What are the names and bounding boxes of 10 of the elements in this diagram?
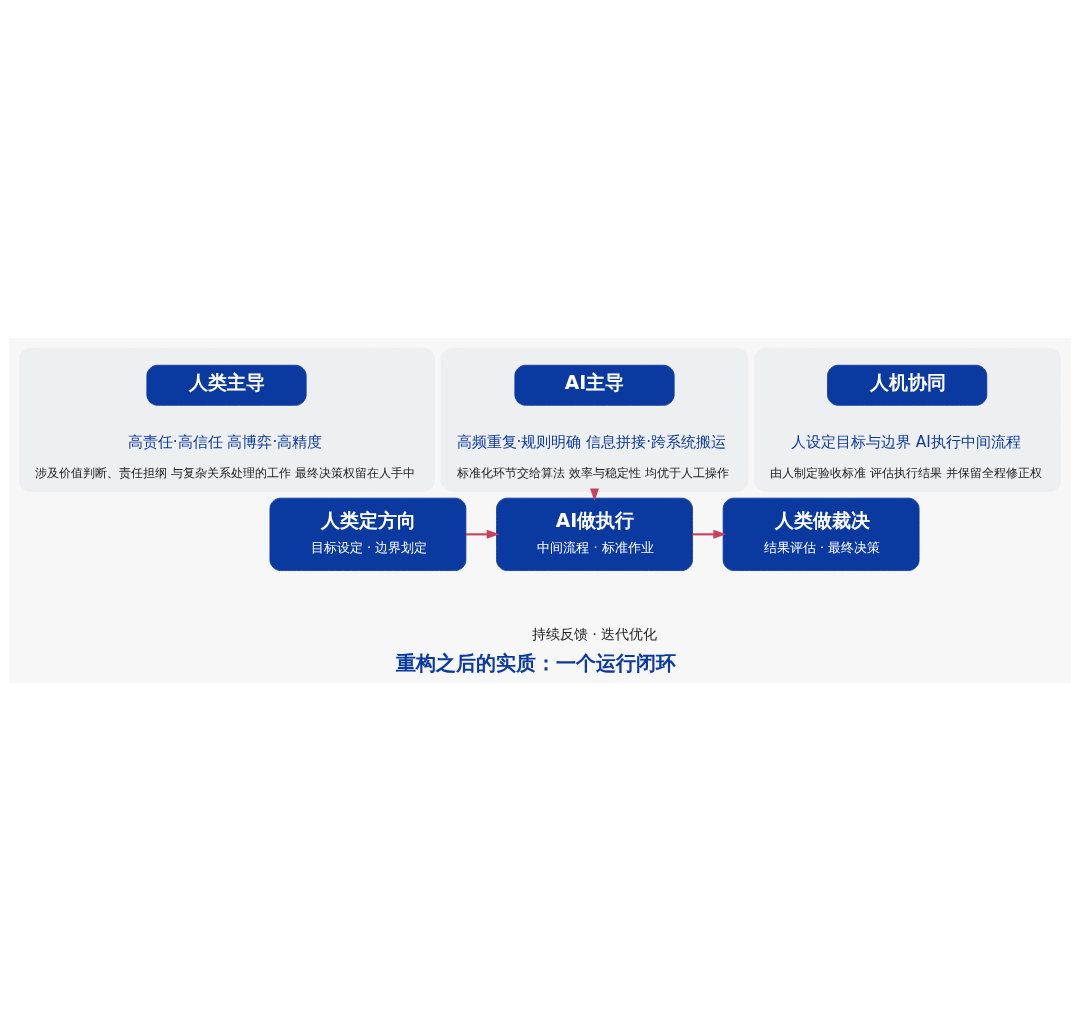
node-box: 人类做裁决 结果评估 · 最终决策: [722, 497, 920, 571]
node-box: 人类主导: [146, 364, 307, 406]
node-box: 人类定方向 目标设定 · 边界划定: [269, 497, 467, 571]
arrow: [692, 529, 727, 539]
node-box: AI做执行 中间流程 · 标准作业: [496, 497, 693, 571]
label: 持续反馈 · 迭代优化: [531, 625, 658, 642]
diagram-title: 重构之后的实质：一个运行闭环: [396, 650, 677, 675]
node-box: AI主导: [514, 364, 675, 406]
arrow: [465, 529, 500, 539]
node-box: 人机协同: [827, 364, 988, 406]
